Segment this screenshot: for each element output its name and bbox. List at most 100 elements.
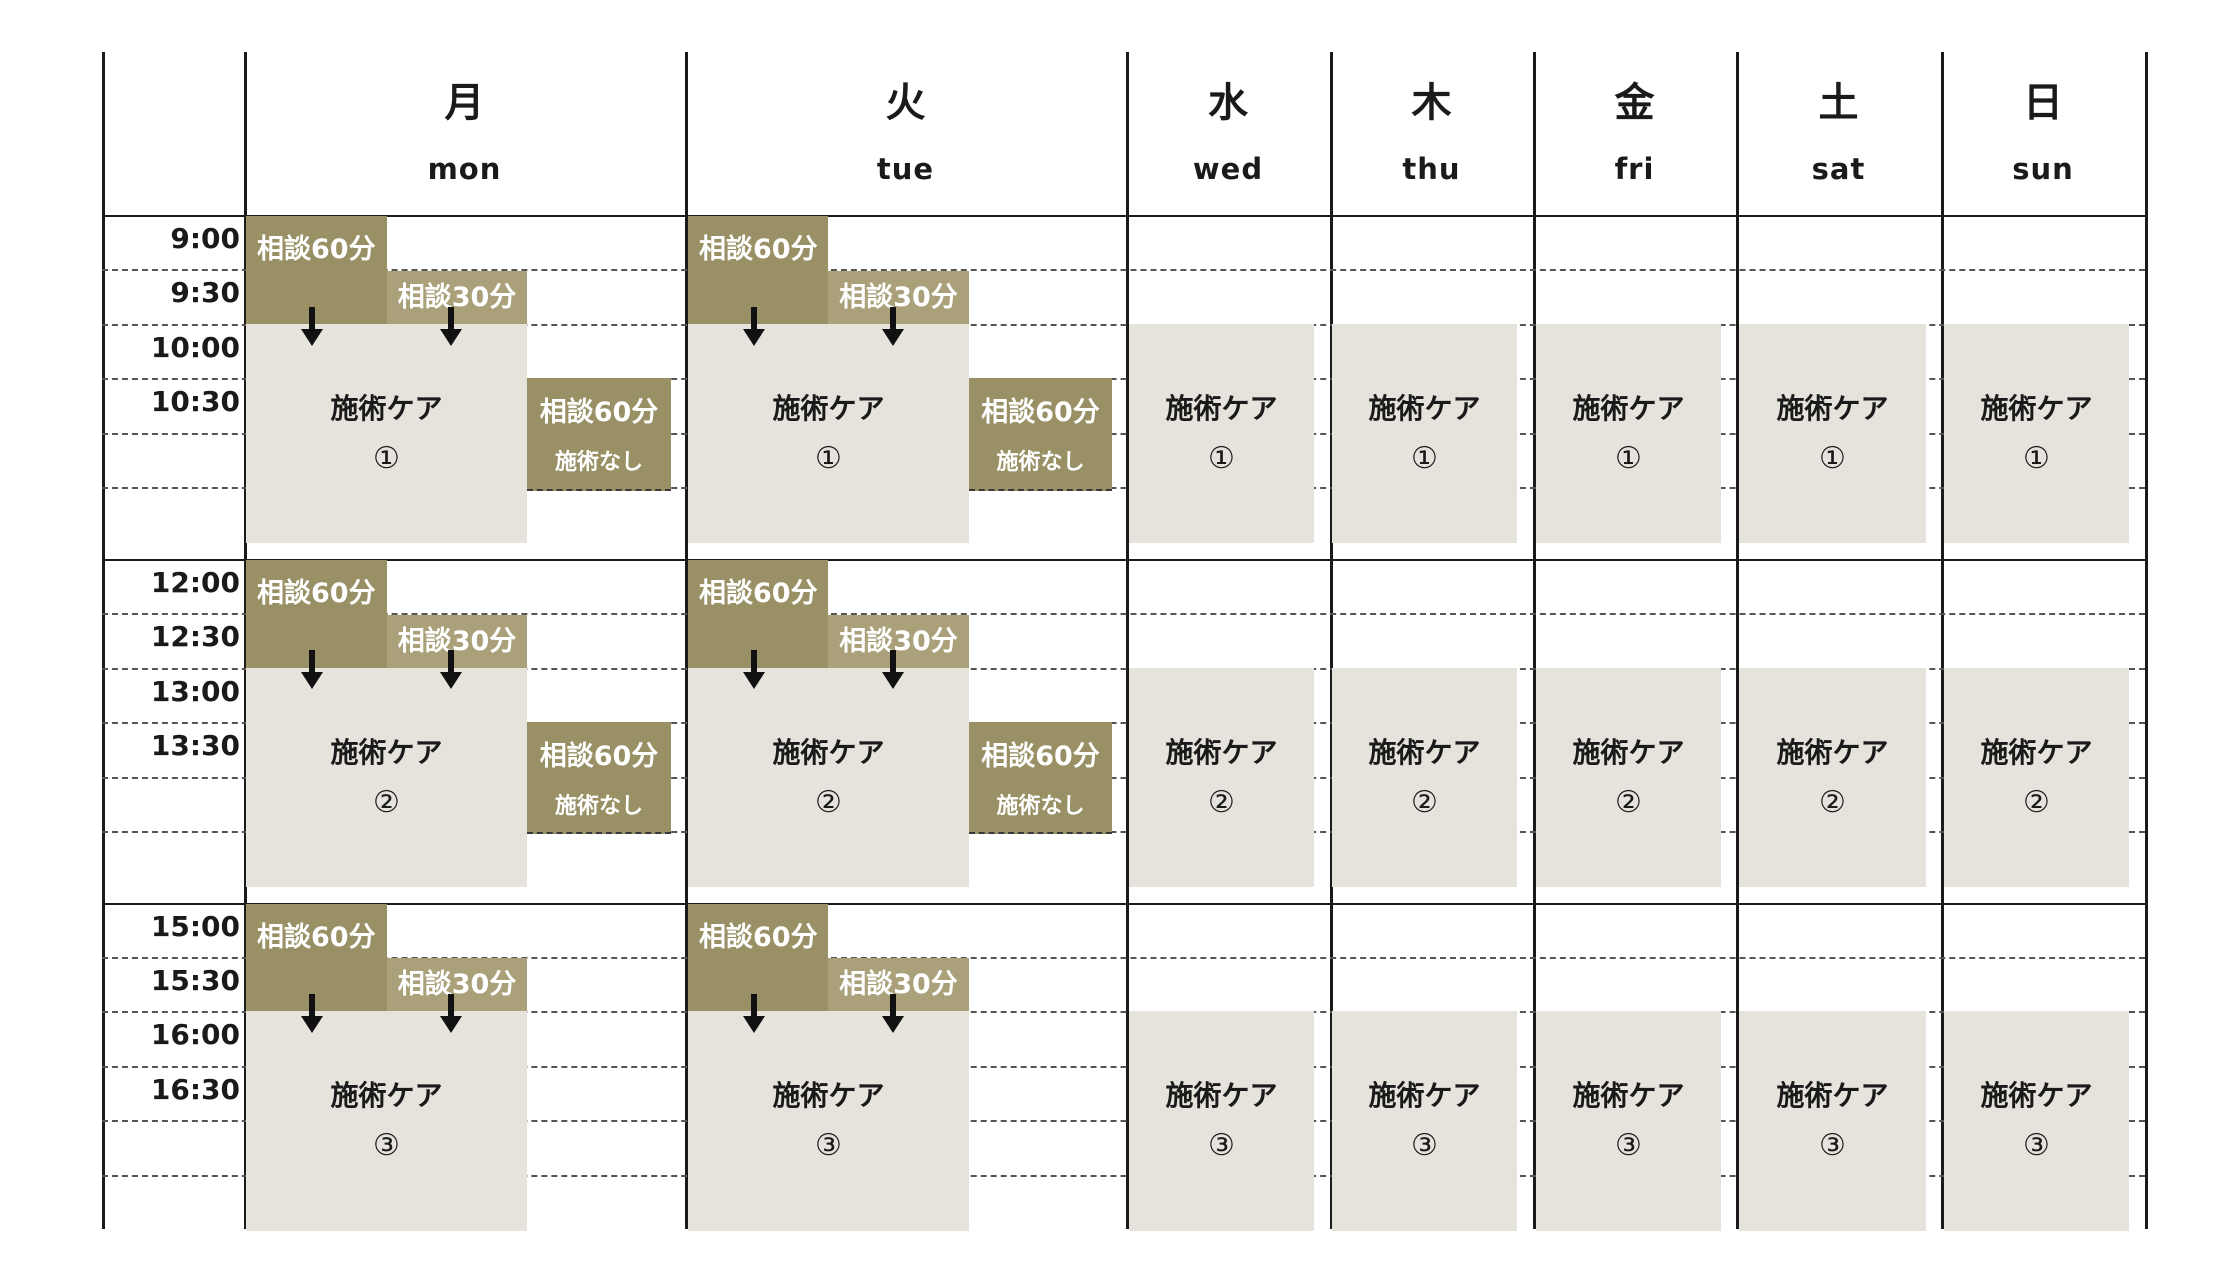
day-name-sat: sat — [1811, 152, 1866, 186]
consult-30-slot[interactable]: 相談30分 — [387, 615, 527, 668]
no-treatment-label: 施術なし — [996, 794, 1085, 819]
care-title: 施術ケア — [1980, 736, 2093, 769]
care-title: 施術ケア — [330, 736, 443, 769]
row-divider — [102, 269, 2145, 271]
consult-60-slot[interactable]: 相談60分 — [246, 560, 387, 668]
time-label: 12:00 — [150, 566, 240, 599]
down-arrow-icon — [742, 307, 766, 347]
consult-60-label: 相談60分 — [699, 234, 818, 265]
day-name-tue: tue — [876, 152, 935, 186]
consult-60-no-treatment-slot[interactable]: 相談60分施術なし — [969, 378, 1112, 491]
care-title: 施術ケア — [1165, 392, 1278, 425]
time-label: 12:30 — [150, 620, 240, 653]
care-number: ① — [1819, 441, 1846, 476]
down-arrow-icon — [881, 994, 905, 1034]
care-number: ② — [1411, 785, 1438, 820]
row-divider — [102, 831, 2145, 833]
block-separator — [102, 215, 2148, 217]
consult-30-slot[interactable]: 相談30分 — [387, 958, 527, 1011]
care-title: 施術ケア — [772, 736, 885, 769]
consult-60-label: 相談60分 — [257, 234, 376, 265]
row-divider — [102, 1011, 2145, 1013]
consult-60-no-treatment-slot[interactable]: 相談60分施術なし — [969, 722, 1112, 834]
column-divider — [1941, 52, 1944, 1229]
consult-60-slot[interactable]: 相談60分 — [688, 216, 828, 324]
no-treatment-label: 施術なし — [554, 794, 643, 819]
consult-60-slot[interactable]: 相談60分 — [246, 904, 387, 1011]
row-divider — [102, 668, 2145, 670]
care-number: ① — [2023, 441, 2050, 476]
down-arrow-icon — [742, 650, 766, 690]
consult-60-label: 相談60分 — [699, 578, 818, 609]
column-divider — [244, 52, 247, 1229]
care-number: ③ — [1615, 1128, 1642, 1163]
row-divider — [102, 1066, 2145, 1068]
care-number: ① — [1615, 441, 1642, 476]
down-arrow-icon — [300, 307, 324, 347]
care-title: 施術ケア — [1776, 736, 1889, 769]
care-number: ② — [1208, 785, 1235, 820]
consult-30-slot[interactable]: 相談30分 — [387, 271, 527, 324]
row-divider — [102, 777, 2145, 779]
column-divider — [1330, 52, 1333, 1229]
day-name-sun: sun — [2012, 152, 2074, 186]
no-treatment-label: 施術なし — [554, 450, 643, 475]
consult-60-label: 相談60分 — [257, 922, 376, 953]
consult-60-slot[interactable]: 相談60分 — [246, 216, 387, 324]
row-divider — [102, 1120, 2145, 1122]
consult-60-slot[interactable]: 相談60分 — [688, 904, 828, 1011]
care-title: 施術ケア — [1368, 1079, 1481, 1112]
care-number: ② — [373, 785, 400, 820]
day-kanji-sun: 日 — [2023, 80, 2063, 126]
down-arrow-icon — [881, 307, 905, 347]
column-divider — [1533, 52, 1536, 1229]
down-arrow-icon — [439, 650, 463, 690]
block-separator — [102, 559, 2148, 561]
care-block[interactable]: 施術ケア ② — [1332, 668, 1517, 887]
row-divider — [102, 1175, 2145, 1177]
time-label: 13:30 — [150, 729, 240, 762]
care-title: 施術ケア — [1368, 736, 1481, 769]
down-arrow-icon — [881, 650, 905, 690]
consult-30-slot[interactable]: 相談30分 — [828, 615, 969, 668]
care-number: ① — [815, 441, 842, 476]
care-title: 施術ケア — [1980, 1079, 2093, 1112]
consult-60-no-treatment-slot[interactable]: 相談60分施術なし — [527, 722, 671, 834]
care-number: ① — [373, 441, 400, 476]
consult-60-label: 相談60分 — [257, 578, 376, 609]
consult-30-slot[interactable]: 相談30分 — [828, 958, 969, 1011]
care-block[interactable]: 施術ケア ② — [246, 668, 527, 887]
day-kanji-wed: 水 — [1208, 80, 1248, 126]
day-name-fri: fri — [1614, 152, 1655, 186]
consult-30-slot[interactable]: 相談30分 — [828, 271, 969, 324]
day-kanji-mon: 月 — [444, 80, 485, 126]
care-number: ③ — [1208, 1128, 1235, 1163]
row-divider — [102, 324, 2145, 326]
down-arrow-icon — [300, 994, 324, 1034]
consult-60-label: 相談60分 — [539, 741, 659, 772]
down-arrow-icon — [439, 994, 463, 1034]
day-kanji-fri: 金 — [1614, 80, 1655, 126]
consult-60-slot[interactable]: 相談60分 — [688, 560, 828, 668]
consult-60-no-treatment-slot[interactable]: 相談60分施術なし — [527, 378, 671, 491]
consult-60-label: 相談60分 — [699, 922, 818, 953]
